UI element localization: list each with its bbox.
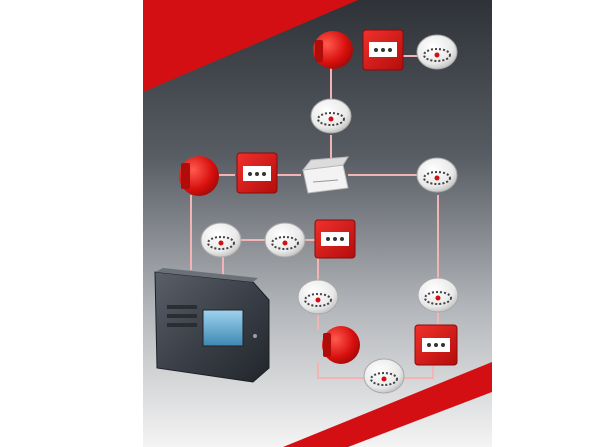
detector-1 <box>416 34 458 70</box>
smoke-detector-icon <box>297 279 339 315</box>
top-red-stripe <box>143 0 358 92</box>
sounder-1 <box>313 31 353 69</box>
sounder-3 <box>322 326 360 364</box>
smoke-detector-icon <box>264 222 306 258</box>
call-point-2 <box>236 152 278 194</box>
fire-alarm-system-poster <box>143 0 492 447</box>
junction-box <box>301 156 349 194</box>
detector-4 <box>200 222 242 258</box>
bottom-red-stripe <box>283 362 492 447</box>
loop-cabling <box>190 55 439 379</box>
smoke-detector-icon <box>310 98 352 134</box>
smoke-detector-icon <box>416 157 458 193</box>
panel-display <box>202 309 244 347</box>
detector-6 <box>297 279 339 315</box>
detector-3 <box>416 157 458 193</box>
control-panel <box>154 268 270 383</box>
detector-2 <box>310 98 352 134</box>
detector-5 <box>264 222 306 258</box>
call-point-4 <box>414 324 458 366</box>
detector-8 <box>363 358 405 394</box>
call-point-3 <box>314 219 356 259</box>
sounder-icon <box>322 326 360 364</box>
smoke-detector-icon <box>417 277 459 313</box>
system-diagram <box>143 0 492 447</box>
detector-7 <box>417 277 459 313</box>
call-point-1 <box>362 29 404 71</box>
smoke-detector-icon <box>200 222 242 258</box>
smoke-detectors <box>200 34 459 394</box>
sounder-2 <box>179 156 219 196</box>
smoke-detector-icon <box>416 34 458 70</box>
smoke-detector-icon <box>363 358 405 394</box>
